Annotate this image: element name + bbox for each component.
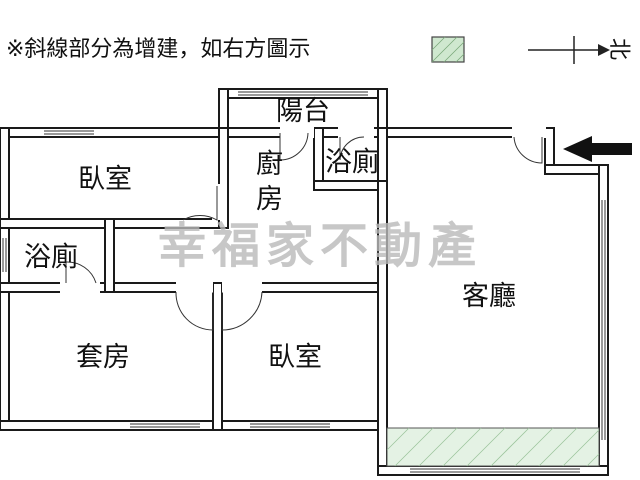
room-balcony: 陽台 [276,96,330,127]
room-bedroom-top: 臥室 [78,164,132,195]
room-living: 客廳 [462,281,516,312]
windows [2,91,606,473]
room-kitchen-line2: 房 [256,184,283,215]
doors [60,127,546,331]
addition-area [386,427,600,467]
legend-note: ※斜線部分為增建，如右方圖示 [6,37,310,62]
room-bathroom-left: 浴廁 [24,242,78,273]
room-bedroom-bottom: 臥室 [268,342,322,373]
north-arrow-icon [528,36,610,64]
entrance-arrow-icon [563,136,632,162]
room-bathroom-top: 浴廁 [325,147,379,178]
addition-area-hatch [386,427,600,467]
room-kitchen-line1: 廚 [256,149,283,180]
watermark: 幸福家不動產 [158,218,482,274]
compass-label: 北 [606,38,631,60]
addition-swatch-hatch [431,36,465,63]
room-master-suite: 套房 [76,342,130,373]
